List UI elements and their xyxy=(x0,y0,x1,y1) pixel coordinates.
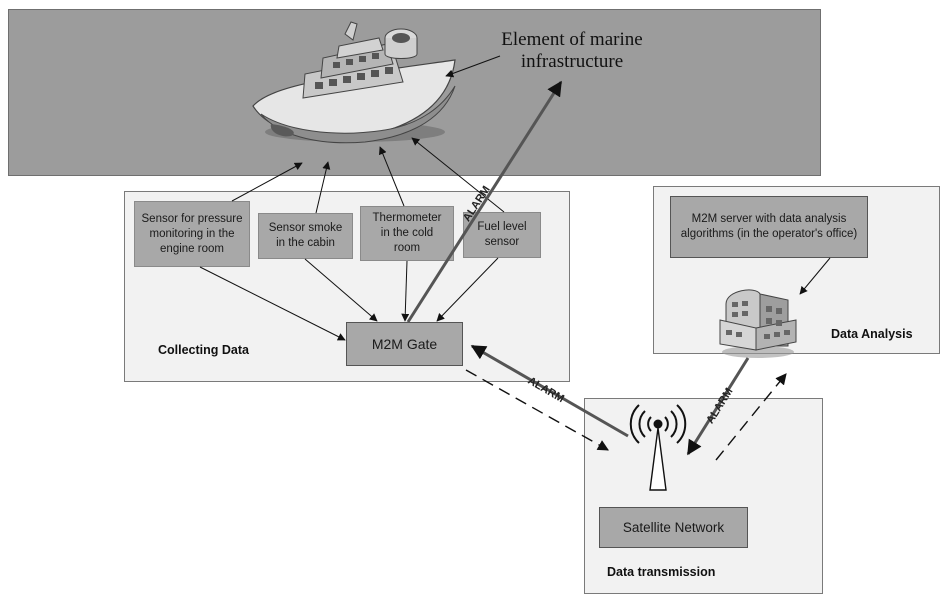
antenna-to-gate-alarm-arrow xyxy=(470,344,629,438)
thermometer-to-gate-arrow xyxy=(401,260,410,322)
data-analysis-label: Data Analysis xyxy=(831,327,913,341)
satellite-network-box: Satellite Network xyxy=(599,507,748,548)
sensor-smoke-cabin: Sensor smoke in the cabin xyxy=(258,213,353,259)
thermometer-to-ship-arrow xyxy=(379,146,405,207)
fuel-to-gate-arrow xyxy=(436,257,499,322)
gate-to-antenna-dashed-arrow xyxy=(465,369,609,451)
building-to-antenna-alarm-arrow xyxy=(686,357,750,456)
ship-icon xyxy=(252,21,456,144)
office-building-icon xyxy=(719,289,797,358)
gate-to-marine-alarm-arrow xyxy=(406,80,563,323)
m2m-server-box: M2M server with data analysis algorithms… xyxy=(670,196,868,258)
pressure-to-ship-arrow xyxy=(231,162,303,202)
sensor-pressure-engine-room: Sensor for pressure monitoring in the en… xyxy=(134,201,250,267)
fuel-to-ship-arrow xyxy=(411,137,505,213)
antenna-tower-icon xyxy=(629,404,687,491)
smoke-to-ship-arrow xyxy=(315,161,331,214)
server-to-building-arrow xyxy=(799,257,831,295)
collecting-data-label: Collecting Data xyxy=(158,343,249,357)
marine-infrastructure-title: Element of marine infrastructure xyxy=(501,29,643,72)
title-pointer-arrow xyxy=(445,55,501,78)
sensor-thermometer-cold-room: Thermometer in the cold room xyxy=(360,206,454,261)
data-transmission-label: Data transmission xyxy=(607,565,716,579)
m2m-gate-box: M2M Gate xyxy=(346,322,463,366)
smoke-to-gate-arrow xyxy=(304,258,378,322)
pressure-to-gate-arrow xyxy=(199,266,346,341)
